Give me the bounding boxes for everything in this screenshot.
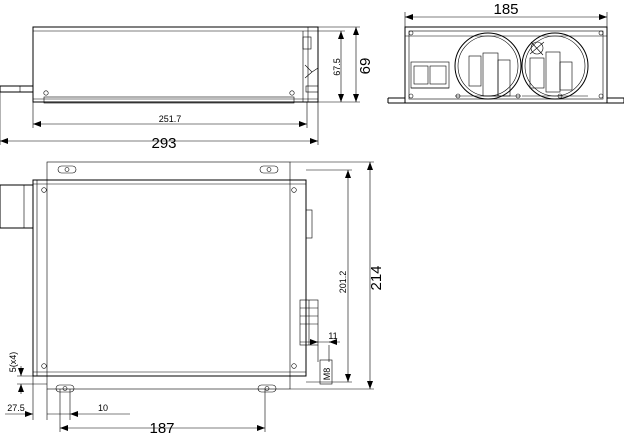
screw-icon xyxy=(408,30,414,36)
slot-detail-dims: 11 M8 xyxy=(300,331,340,385)
dim-side-inner-length: 251.7 xyxy=(159,114,182,124)
screw-icon xyxy=(43,90,49,96)
side-mount-bracket xyxy=(0,85,33,93)
side-view-body xyxy=(32,26,319,103)
screw-icon xyxy=(598,30,604,36)
dim-side-inner-height: 67.5 xyxy=(332,58,342,76)
dim-top-inner-height: 201.2 xyxy=(338,271,348,294)
side-view xyxy=(0,26,319,104)
screw-icon xyxy=(291,187,297,193)
hole-count-dim: 5(x4) xyxy=(8,352,47,394)
dim-edge-offset: 27.5 xyxy=(7,403,25,413)
mount-slot xyxy=(259,165,279,174)
fan-icon xyxy=(454,32,522,100)
screw-icon xyxy=(515,93,521,99)
side-length-dims: 251.7 293 xyxy=(0,92,319,152)
mount-slot xyxy=(57,165,77,174)
dim-hole-spacing: 187 xyxy=(149,420,174,437)
screw-icon xyxy=(41,187,47,193)
fan-icon xyxy=(521,32,589,100)
top-view xyxy=(0,161,319,393)
mount-slot xyxy=(55,384,75,393)
front-view: 185 xyxy=(387,1,624,104)
dim-side-overall-length: 293 xyxy=(151,135,176,152)
bottom-dims: 27.5 10 187 xyxy=(5,376,266,437)
top-mount-bracket xyxy=(0,184,34,229)
dim-hole-count: 5(x4) xyxy=(8,352,18,373)
screw-icon xyxy=(408,93,414,99)
screw-icon xyxy=(455,93,461,99)
top-view-body xyxy=(32,179,307,377)
screw-icon xyxy=(291,363,297,369)
screw-icon xyxy=(557,93,563,99)
base-plate xyxy=(46,161,291,390)
screw-icon xyxy=(598,93,604,99)
top-height-dims: 214 201.2 xyxy=(290,161,385,390)
dim-bolt-size: M8 xyxy=(322,368,332,381)
dim-side-height: 69 xyxy=(357,58,374,75)
dim-slot-width: 11 xyxy=(328,331,337,341)
side-height-dims: 69 67.5 xyxy=(318,26,374,103)
mount-slot xyxy=(257,384,277,393)
front-mount-feet xyxy=(387,97,624,104)
dim-front-width: 185 xyxy=(493,1,518,18)
screw-icon xyxy=(289,90,295,96)
dim-hole-offset: 10 xyxy=(98,403,108,413)
screw-icon xyxy=(41,363,47,369)
dim-top-height: 214 xyxy=(368,265,385,290)
